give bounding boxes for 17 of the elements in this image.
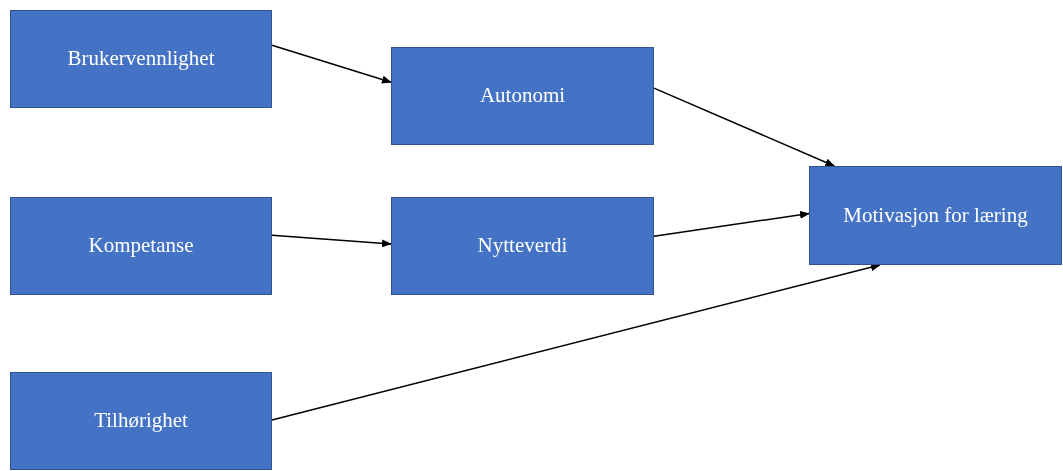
node-label: Nytteverdi [476,232,569,260]
node-label: Brukervennlighet [66,45,216,73]
node-label: Motivasjon for læring [842,201,1029,229]
process-box [391,197,654,295]
node-label: Autonomi [478,82,567,110]
process-box [10,372,272,470]
process-box [391,47,654,145]
process-box [809,166,1062,265]
process-box [10,197,272,295]
arrow [271,44,392,84]
node-label: Tilhørighet [93,407,189,435]
arrow [653,87,836,167]
process-box [10,10,272,108]
arrow [271,234,392,248]
node-label: Kompetanse [87,232,195,260]
arrow [271,263,881,421]
arrow [653,210,810,237]
